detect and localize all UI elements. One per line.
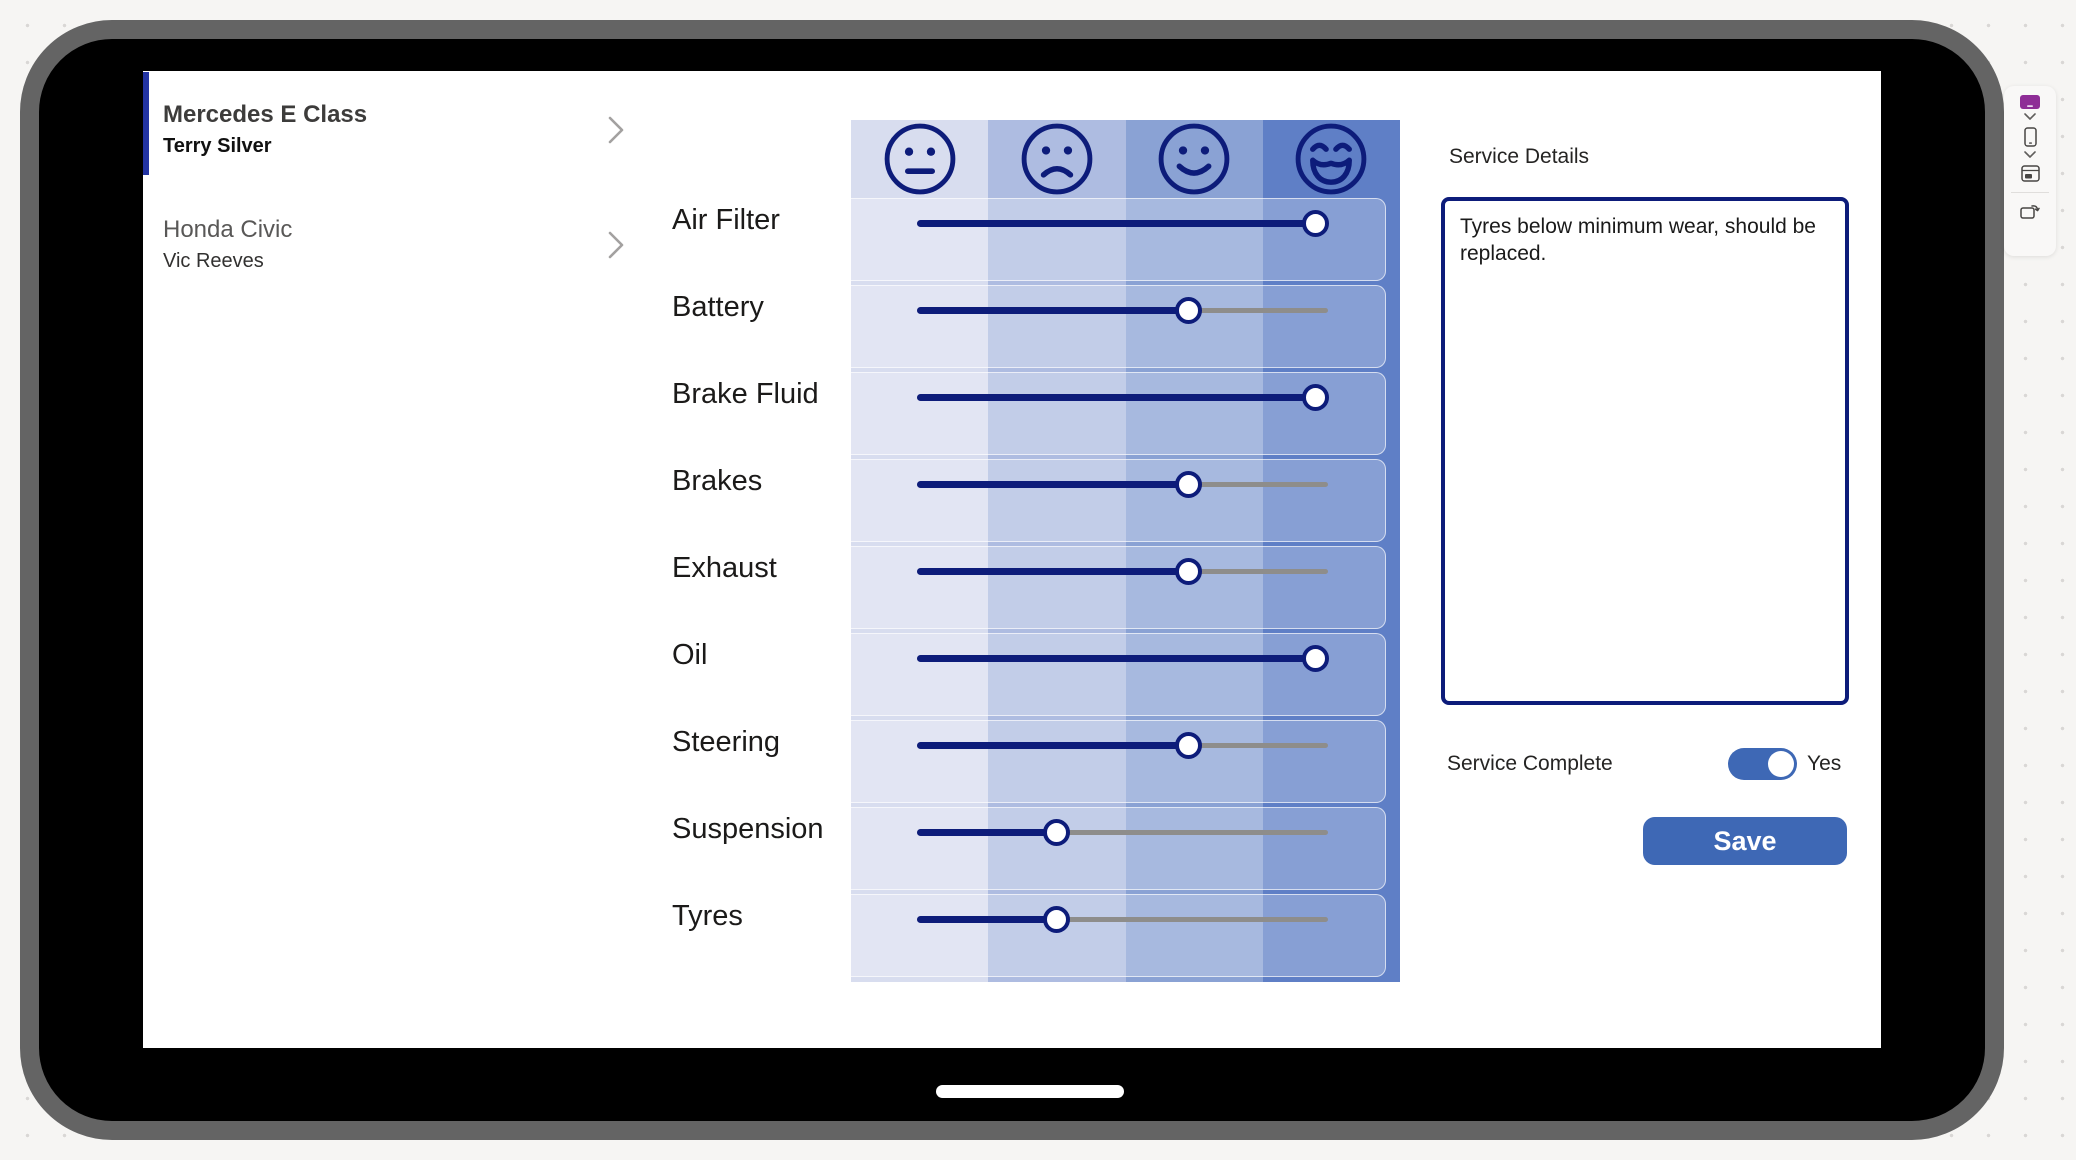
- rating-table: Air Filter Battery Brake Fluid Brakes: [661, 120, 1400, 982]
- selected-indicator: [143, 72, 149, 175]
- vehicle-item-mercedes[interactable]: Mercedes E Class Terry Silver: [163, 101, 663, 158]
- rating-scale-header: [851, 120, 1400, 198]
- rotate-device-icon[interactable]: [2020, 203, 2040, 220]
- rating-row: Brake Fluid: [661, 372, 1386, 455]
- home-indicator: [936, 1085, 1124, 1098]
- laughing-face-icon: [1263, 120, 1400, 198]
- slider-thumb[interactable]: [1175, 297, 1202, 324]
- vehicle-model: Honda Civic: [163, 216, 293, 243]
- toolbar-divider: [2011, 192, 2049, 193]
- slider-fill: [917, 916, 1057, 923]
- service-details-label: Service Details: [1449, 145, 1590, 168]
- rating-label: Suspension: [672, 813, 824, 845]
- slider-fill: [917, 394, 1316, 401]
- band-happy: [1125, 120, 1263, 982]
- slider-thumb[interactable]: [1302, 384, 1329, 411]
- neutral-face-icon: [851, 120, 988, 198]
- slider-fill: [917, 742, 1188, 749]
- rating-row: Brakes: [661, 459, 1386, 542]
- save-button[interactable]: Save: [1643, 817, 1847, 865]
- rating-label: Oil: [672, 639, 708, 671]
- rating-bands: [851, 120, 1400, 982]
- slider-track[interactable]: [917, 830, 1328, 835]
- slider-fill: [917, 655, 1316, 662]
- rating-row: Exhaust: [661, 546, 1386, 629]
- tablet-orientation-icon[interactable]: [2019, 94, 2041, 110]
- vehicle-item-honda[interactable]: Honda Civic Vic Reeves: [163, 216, 663, 273]
- slider-thumb[interactable]: [1302, 645, 1329, 672]
- toggle-knob: [1768, 751, 1794, 777]
- service-details-input[interactable]: Tyres below minimum wear, should be repl…: [1441, 197, 1849, 705]
- happy-face-icon: [1126, 120, 1263, 198]
- rating-row: Tyres: [661, 894, 1386, 977]
- slider-thumb[interactable]: [1175, 471, 1202, 498]
- sad-face-icon: [988, 120, 1125, 198]
- slider-thumb[interactable]: [1043, 906, 1070, 933]
- rating-label: Brakes: [672, 465, 763, 497]
- rating-label: Exhaust: [672, 552, 777, 584]
- vehicle-owner: Terry Silver: [163, 135, 272, 157]
- app-screen: Mercedes E Class Terry Silver Honda Civi…: [143, 71, 1881, 1048]
- slider-thumb[interactable]: [1043, 819, 1070, 846]
- chevron-down-icon[interactable]: [2024, 151, 2036, 158]
- chevron-right-icon: [608, 116, 624, 144]
- slider-thumb[interactable]: [1302, 210, 1329, 237]
- slider-fill: [917, 307, 1188, 314]
- browser-window-icon[interactable]: [2020, 165, 2040, 182]
- rating-row: Oil: [661, 633, 1386, 716]
- rating-row: Air Filter: [661, 198, 1386, 281]
- slider-fill: [917, 481, 1188, 488]
- slider-thumb[interactable]: [1175, 558, 1202, 585]
- preview-toolbar: [2004, 86, 2056, 256]
- rating-label: Tyres: [672, 900, 743, 932]
- slider-track[interactable]: [917, 917, 1328, 922]
- rating-row: Battery: [661, 285, 1386, 368]
- phone-icon[interactable]: [2023, 127, 2037, 147]
- rating-row: Suspension: [661, 807, 1386, 890]
- service-complete-toggle[interactable]: [1728, 748, 1797, 780]
- chevron-right-icon: [608, 231, 624, 259]
- toggle-value-label: Yes: [1807, 752, 1842, 775]
- vehicle-owner: Vic Reeves: [163, 250, 264, 272]
- slider-fill: [917, 220, 1316, 227]
- slider-fill: [917, 568, 1188, 575]
- rating-label: Steering: [672, 726, 781, 758]
- rating-label: Brake Fluid: [672, 378, 819, 410]
- slider-fill: [917, 829, 1057, 836]
- service-complete-label: Service Complete: [1447, 752, 1613, 775]
- slider-thumb[interactable]: [1175, 732, 1202, 759]
- band-neutral: [851, 120, 989, 982]
- save-button-label: Save: [1713, 825, 1777, 856]
- vehicle-model: Mercedes E Class: [163, 101, 368, 128]
- chevron-down-icon[interactable]: [2024, 113, 2036, 120]
- rating-row: Steering: [661, 720, 1386, 803]
- rating-label: Battery: [672, 291, 764, 323]
- rating-label: Air Filter: [672, 204, 780, 236]
